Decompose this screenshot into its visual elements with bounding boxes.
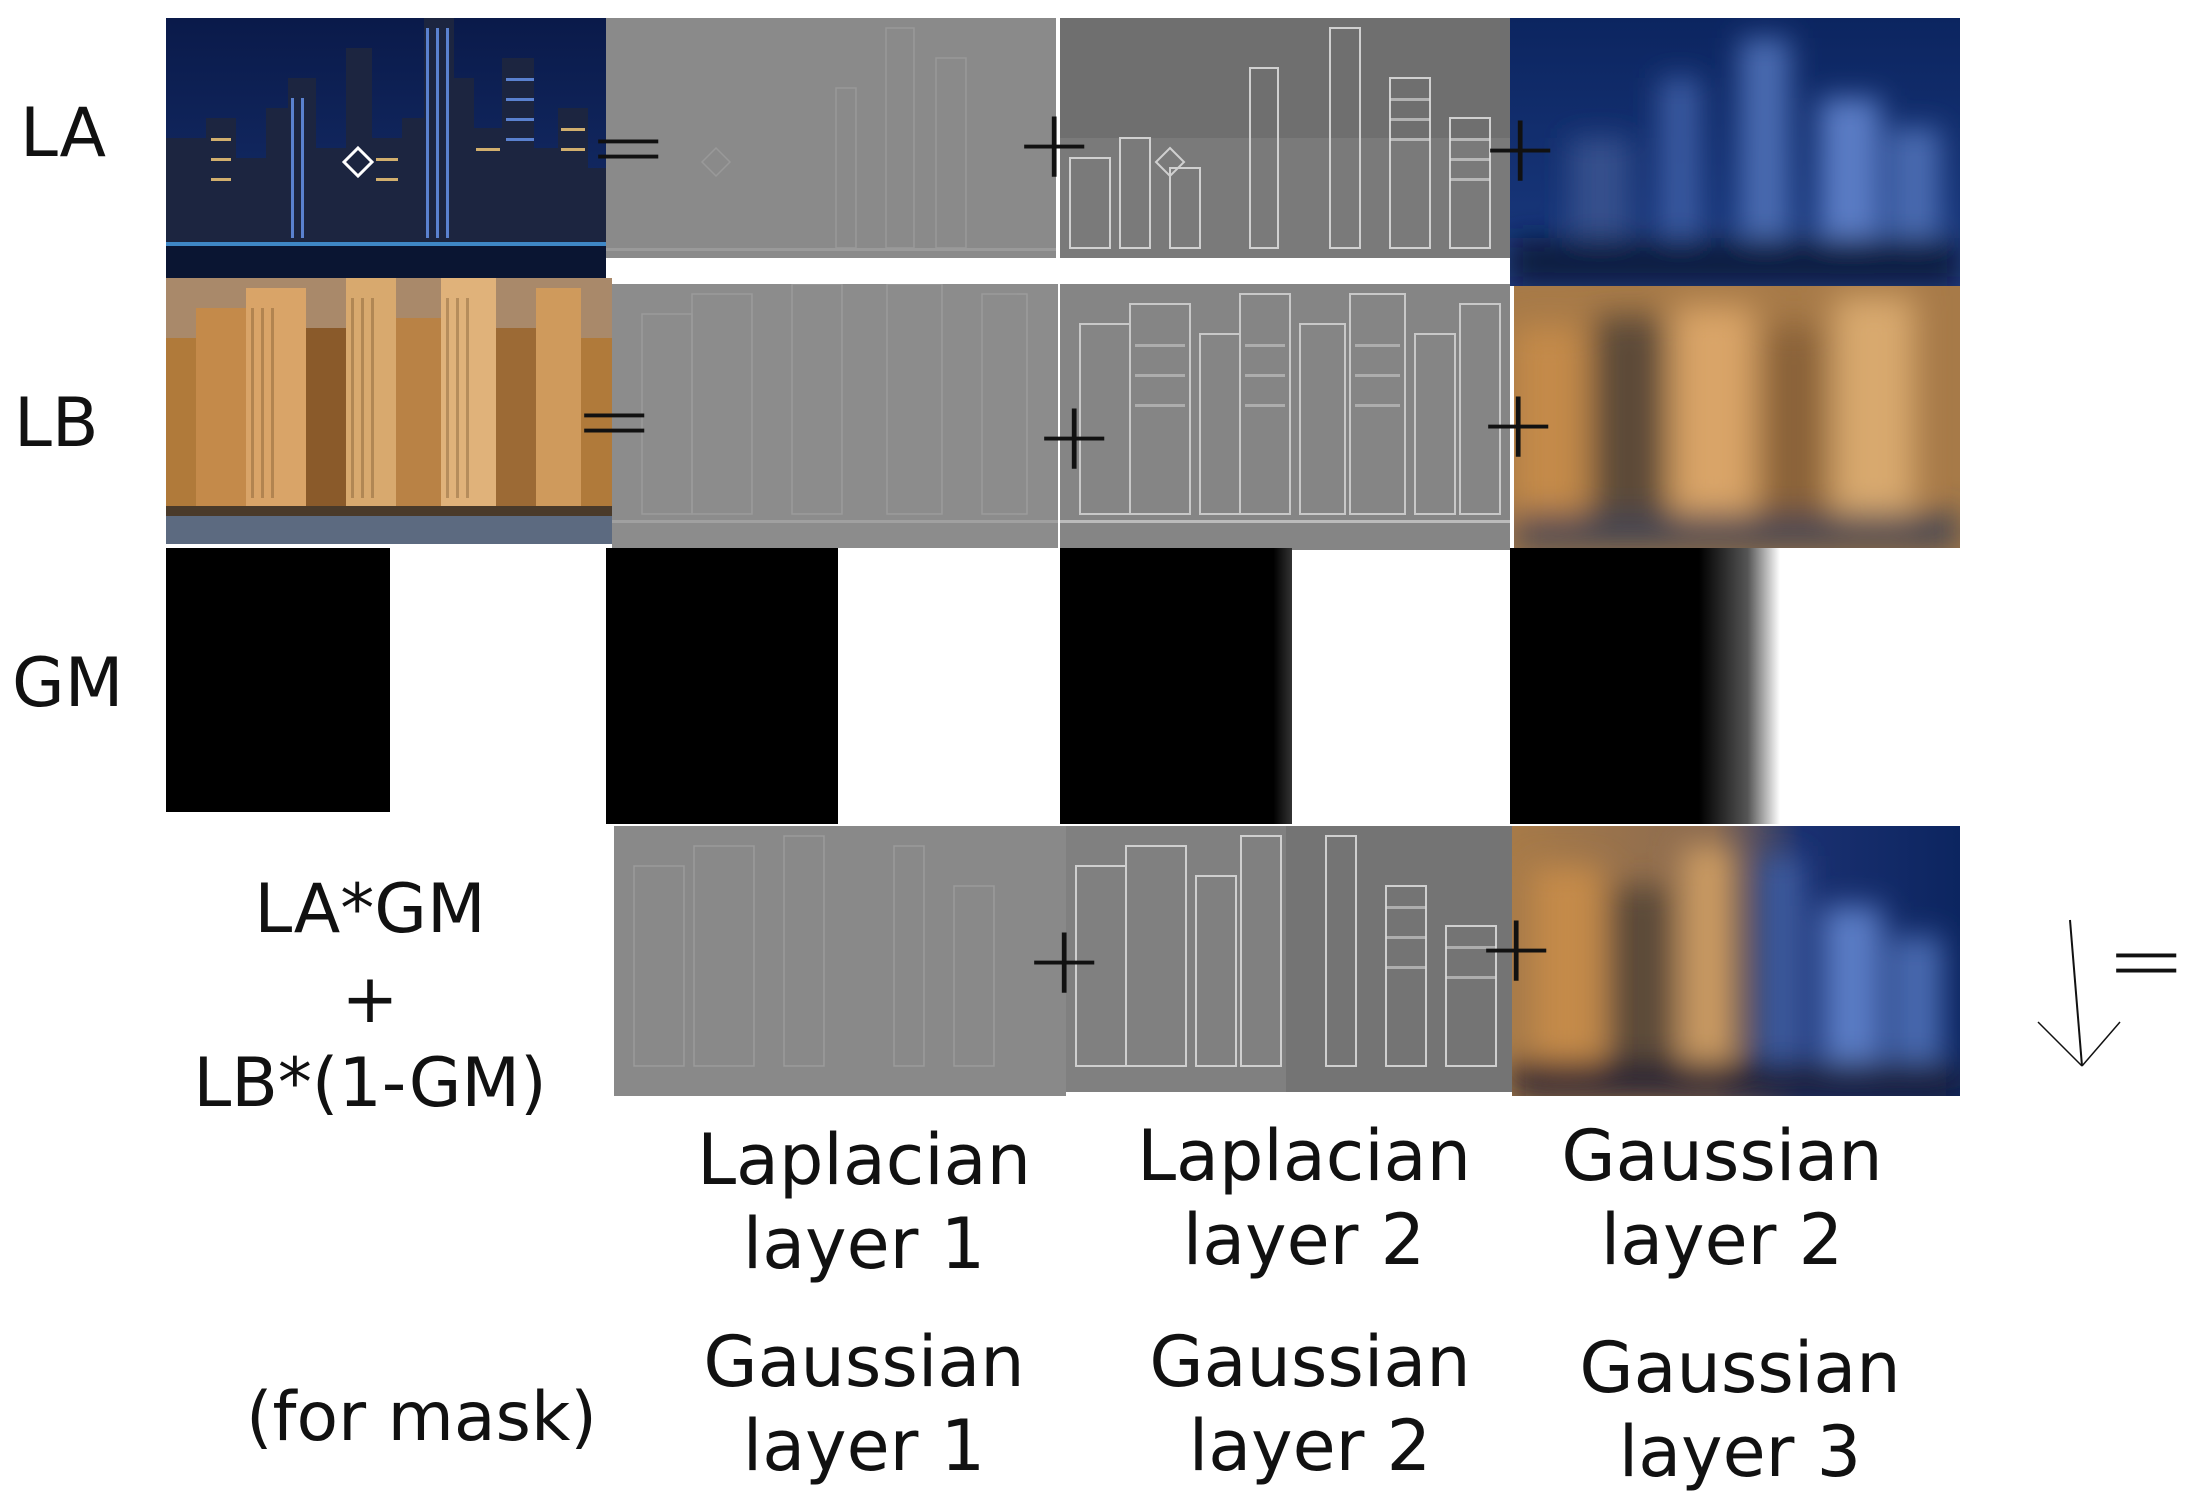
caption-col2-bottom-line2: layer 2 — [1188, 1405, 1432, 1487]
image-la-gaussian-2 — [1510, 18, 1960, 286]
mask-level-2-black — [1060, 548, 1292, 824]
caption-col2-bottom-line1: Gaussian — [1149, 1321, 1471, 1403]
mask-note: (for mask) — [246, 1378, 597, 1457]
caption-col1-bottom-line1: Gaussian — [703, 1321, 1025, 1403]
image-la-laplacian-1 — [606, 18, 1056, 258]
image-blend-laplacian-1 — [614, 826, 1066, 1096]
plus-sign-la-1: + — [1014, 88, 1095, 200]
caption-col1-bottom-line2: layer 1 — [742, 1405, 986, 1487]
caption-col3-top-line2: layer 2 — [1600, 1199, 1844, 1281]
image-la-original — [166, 18, 606, 278]
mask-level-1-black — [606, 548, 838, 824]
plus-sign-la-2: + — [1480, 92, 1561, 204]
caption-col1-top-line1: Laplacian — [697, 1119, 1031, 1201]
image-blend-gaussian-2 — [1512, 826, 1960, 1096]
row-label-la: LA — [20, 94, 106, 173]
caption-col3-bottom-line1: Gaussian — [1579, 1327, 1901, 1409]
image-blend-laplacian-2 — [1066, 826, 1512, 1092]
equals-sign-result: = — [2106, 904, 2187, 1016]
row-label-lb: LB — [14, 384, 99, 463]
image-lb-original — [166, 278, 612, 544]
formula-line-2: + — [341, 960, 399, 1039]
row-label-gm: GM — [12, 644, 124, 723]
mask-level-0-black — [166, 548, 390, 812]
formula-line-1: LA*GM — [254, 870, 486, 949]
plus-sign-lb-1: + — [1034, 380, 1115, 492]
caption-col2-top-line1: Laplacian — [1137, 1115, 1471, 1197]
image-lb-laplacian-2 — [1060, 284, 1510, 550]
formula-line-3: LB*(1-GM) — [193, 1044, 547, 1123]
image-lb-laplacian-1 — [612, 284, 1058, 548]
plus-sign-lb-2: + — [1478, 368, 1559, 480]
plus-sign-blend-2: + — [1476, 892, 1557, 1004]
plus-sign-blend-1: + — [1024, 904, 1105, 1016]
caption-col2-top-line2: layer 2 — [1182, 1199, 1426, 1281]
image-lb-gaussian-2 — [1514, 286, 1960, 548]
caption-col3-bottom-line2: layer 3 — [1618, 1411, 1862, 1493]
image-la-laplacian-2 — [1060, 18, 1510, 258]
caption-col3-top-line1: Gaussian — [1561, 1115, 1883, 1197]
equals-sign-la: = — [588, 90, 669, 202]
caption-col1-top-line2: layer 1 — [742, 1203, 986, 1285]
down-arrow-icon — [2037, 919, 2121, 1067]
equals-sign-lb: = — [574, 364, 655, 476]
mask-level-3-black — [1510, 548, 1780, 824]
